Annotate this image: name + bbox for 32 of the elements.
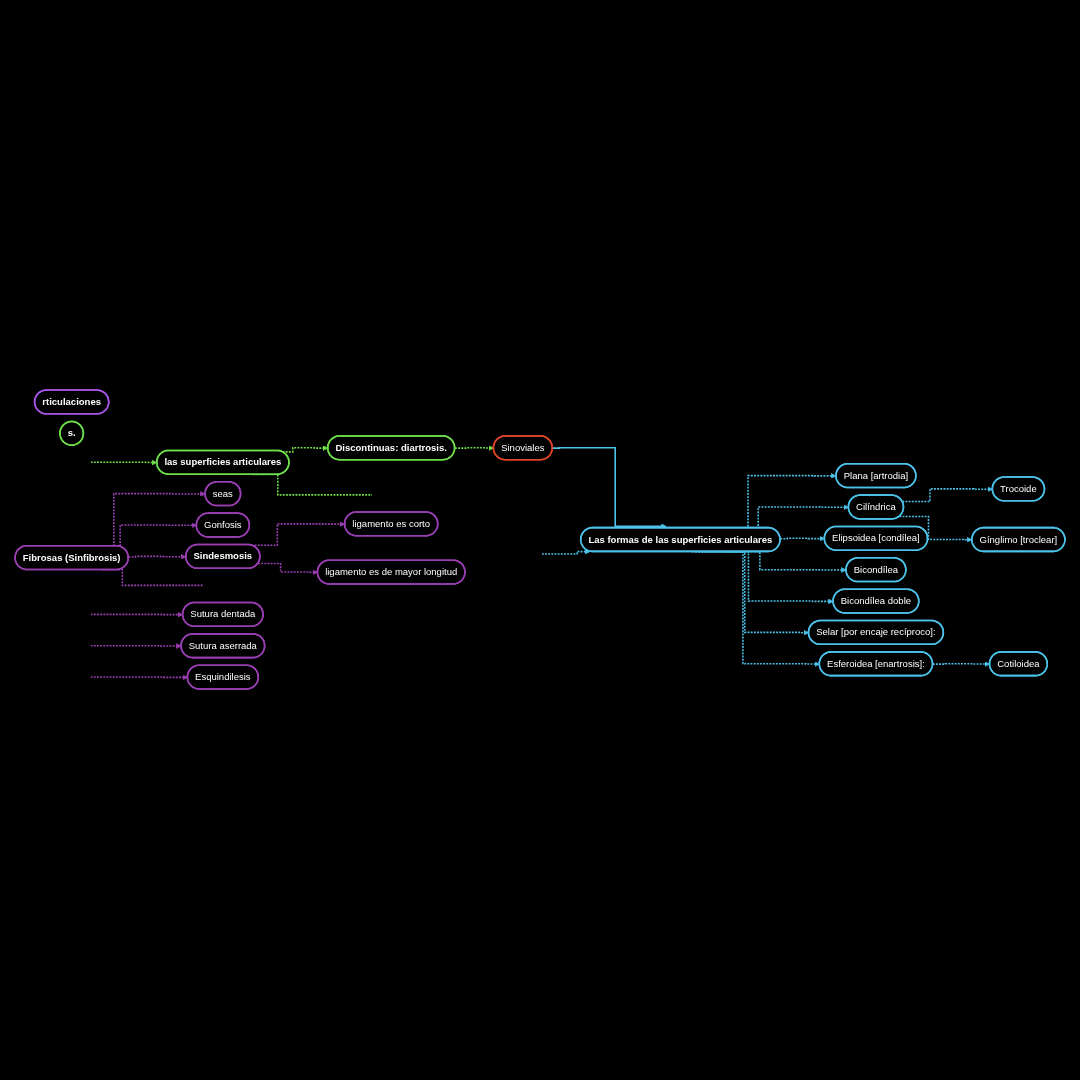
arrow bbox=[901, 486, 993, 503]
arrow bbox=[541, 549, 591, 556]
rounded-box: Las formas de las superficies articulares bbox=[579, 527, 781, 553]
rounded-box: Trocoide bbox=[991, 476, 1046, 503]
rounded-box: Cotiloidea bbox=[988, 651, 1048, 677]
rounded-box: Gínglimo [troclear] bbox=[971, 527, 1066, 553]
rounded-box: Gonfosis bbox=[195, 512, 251, 539]
rounded-box: las superficies articulares bbox=[155, 450, 290, 476]
rounded-box: Elipsoidea [condílea] bbox=[823, 526, 929, 552]
arrow bbox=[89, 460, 158, 466]
arrow bbox=[89, 643, 182, 650]
rounded-box: Selar [por encaje recíproco]: bbox=[807, 620, 945, 646]
arrow bbox=[779, 536, 825, 542]
rounded-box: Bicondílea bbox=[845, 557, 907, 583]
rounded-box: Sinoviales bbox=[492, 435, 553, 461]
rounded-box: Cilíndrica bbox=[847, 494, 905, 521]
rounded-box: Plana [artrodia] bbox=[835, 463, 917, 489]
rounded-box: Esquindilesis bbox=[186, 664, 260, 691]
rounded-box: Sutura aserrada bbox=[180, 633, 266, 659]
rounded-box: Fibrosas (Sinfibrosis) bbox=[14, 545, 129, 571]
rounded-box: Sutura dentada bbox=[181, 602, 264, 628]
rounded-box: Bicondílea doble bbox=[832, 588, 920, 615]
rounded-box: seas bbox=[204, 481, 242, 507]
rounded-box: Discontinuas: diartrosis. bbox=[326, 435, 456, 461]
rounded-box: ligamento es de mayor longitud bbox=[316, 559, 466, 586]
rounded-box: s. bbox=[59, 421, 85, 447]
rounded-box: Sindesmosis bbox=[185, 544, 261, 570]
arrow bbox=[89, 675, 188, 681]
rounded-box: rticulaciones bbox=[33, 389, 110, 416]
rounded-box: ligamento es corto bbox=[343, 511, 439, 537]
rounded-box: Esferoidea [enartrosis]: bbox=[818, 651, 934, 677]
arrow bbox=[257, 563, 318, 576]
